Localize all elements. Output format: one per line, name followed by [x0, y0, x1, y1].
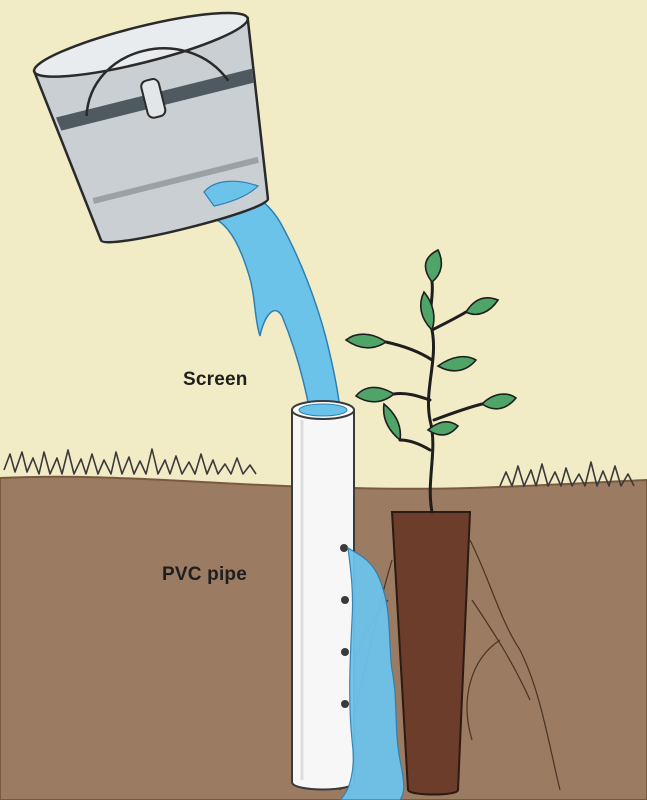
bucket — [32, 11, 270, 244]
grass-right — [499, 461, 635, 487]
label-pvc-pipe: PVC pipe — [162, 564, 248, 585]
grass-left — [3, 448, 257, 475]
plant-leaves — [344, 248, 518, 442]
water-stream — [205, 186, 341, 413]
water-seepage — [339, 546, 405, 800]
plant-pot — [390, 511, 472, 796]
label-screen: Screen — [183, 369, 248, 390]
water-at-lip — [203, 180, 260, 207]
pvc-pipe — [291, 400, 355, 791]
